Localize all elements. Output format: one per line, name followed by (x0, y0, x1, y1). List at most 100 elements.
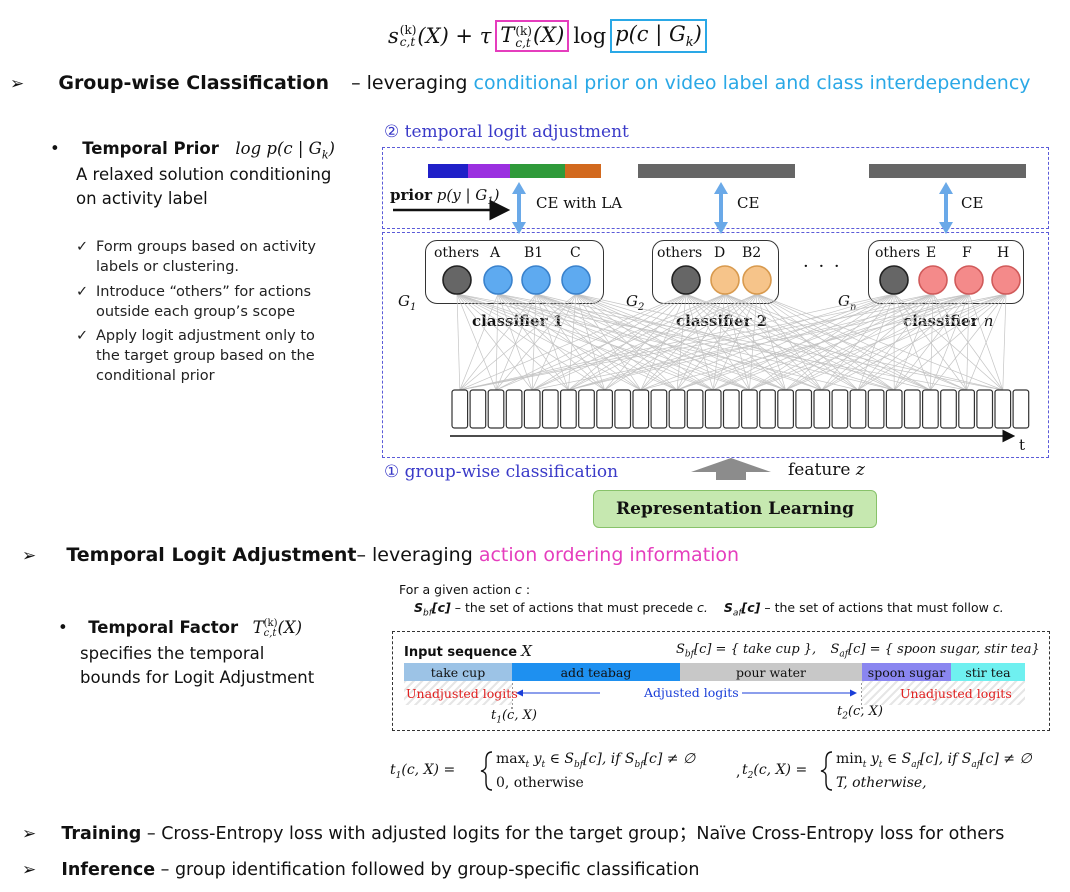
check-line: conditional prior (96, 368, 215, 384)
groupn-bar (869, 164, 1026, 178)
check-icon: ✓ (76, 239, 89, 255)
feature-cell (740, 389, 758, 429)
feature-cell (668, 389, 686, 429)
connection-line (459, 293, 687, 391)
check-line: the target group based on the (96, 348, 315, 364)
t2-label: t2(c, X) (837, 704, 883, 722)
class-nodes (442, 265, 1021, 295)
check-item: ✓ (76, 327, 88, 346)
temporal-factor-line2: bounds for Logit Adjustment (80, 668, 315, 687)
connection-line (712, 293, 726, 391)
connection-line (821, 293, 895, 391)
connection-line (640, 293, 1007, 391)
feature-cell (976, 389, 994, 429)
connection-line (749, 293, 970, 391)
feature-cell (505, 389, 523, 429)
connection-line (535, 293, 678, 391)
check-line: Introduce “others” for actions (96, 284, 312, 300)
class-node (561, 265, 591, 295)
feature-cell (523, 389, 541, 429)
connection-line (459, 293, 577, 391)
connection-line (756, 293, 967, 391)
ellipsis: · · · (803, 256, 842, 277)
input-sequence-title: Input sequence X (404, 642, 532, 660)
segment-add-teabag: add teabag (512, 663, 680, 681)
feature-cell (795, 389, 813, 429)
representation-learning-box: Representation Learning (593, 490, 877, 528)
feature-cell (469, 389, 487, 429)
connection-line (495, 293, 577, 391)
eq-comma: , (736, 764, 741, 780)
t2-case1: mint yt ∈ Saf[c], if Saf[c] ≠ ∅ (836, 751, 1032, 770)
connection-line (756, 293, 823, 391)
check-line: Apply logit adjustment only to (96, 328, 315, 344)
t1-case2: 0, otherwise (496, 775, 584, 791)
connection-line (968, 293, 1004, 391)
unadjusted-hatch-right (862, 681, 1025, 705)
connection-line (456, 293, 714, 391)
group1-label: G1 (398, 292, 417, 313)
gwc-box (382, 232, 1049, 458)
class-label: B2 (742, 245, 762, 261)
tla-box (382, 147, 1049, 229)
feature-cell (994, 389, 1012, 429)
section-arrow-icon: ➢ (22, 824, 37, 844)
section-training: ➢ Training – Cross-Entropy loss with adj… (22, 820, 1004, 845)
connection-line (459, 293, 537, 391)
connection-line (749, 293, 895, 391)
feature-cell (958, 389, 975, 429)
connection-line (495, 293, 499, 391)
feature-cell (831, 389, 849, 429)
label-bar-segment (428, 164, 468, 178)
section-dash-text: – leveraging (351, 72, 468, 94)
connection-line (532, 293, 1007, 391)
formula-log: log (573, 24, 607, 48)
segment-take-cup: take cup (404, 663, 512, 681)
gwc-title: ① group-wise classification (384, 462, 619, 482)
connection-line (676, 293, 934, 391)
temporal-prior-line2: on activity label (76, 189, 208, 208)
connection-line (459, 293, 499, 391)
feature-sequence (451, 389, 1030, 429)
tla-title: ② temporal logit adjustment (384, 122, 629, 142)
segment-stir-tea: stir tea (951, 663, 1025, 681)
others-node (442, 265, 472, 295)
check-line: outside each group’s scope (96, 304, 296, 320)
section-group-wise: ➢ Group-wise Classification – leveraging… (10, 72, 1031, 94)
feature-cell (686, 389, 704, 429)
section-temporal-logit: ➢ Temporal Logit Adjustment– leveraging … (22, 544, 739, 566)
feature-cell (777, 389, 794, 429)
feature-cell (903, 389, 921, 429)
connection-line (893, 293, 967, 391)
connection-line (756, 293, 859, 391)
connection-line (497, 293, 678, 391)
connection-line (676, 293, 758, 391)
ce-with-la-label: CE with LA (536, 194, 623, 212)
connection-line (685, 293, 750, 391)
section-inference: ➢ Inference – group identification follo… (22, 860, 699, 880)
class-label: others (434, 245, 480, 261)
feature-arrow-shaft (716, 472, 746, 480)
feature-cell (559, 389, 577, 429)
section-title: Temporal Logit Adjustment (66, 544, 357, 566)
connection-line (685, 293, 714, 391)
formula-s-sup: (k) (399, 23, 417, 37)
check-item: ✓ (76, 238, 88, 257)
unadjusted-hatch-left (404, 681, 512, 705)
section-arrow-icon: ➢ (10, 74, 25, 94)
class-label: D (714, 245, 726, 261)
formula-prior-sub: k (685, 35, 694, 51)
connection-line (724, 293, 823, 391)
given-action-line: For a given action c : (399, 582, 531, 597)
connection-line (497, 293, 605, 391)
connection-line (568, 293, 934, 391)
formula-s: s (388, 24, 399, 48)
feature-cell (578, 389, 595, 429)
check-line: Form groups based on activity (96, 239, 316, 255)
temporal-prior-math: log p(c | G (235, 139, 322, 158)
label-bar-segment (565, 164, 601, 178)
connection-line (756, 293, 1003, 391)
connection-line (821, 293, 1007, 391)
class-label: F (962, 245, 972, 261)
class-node (483, 265, 513, 295)
